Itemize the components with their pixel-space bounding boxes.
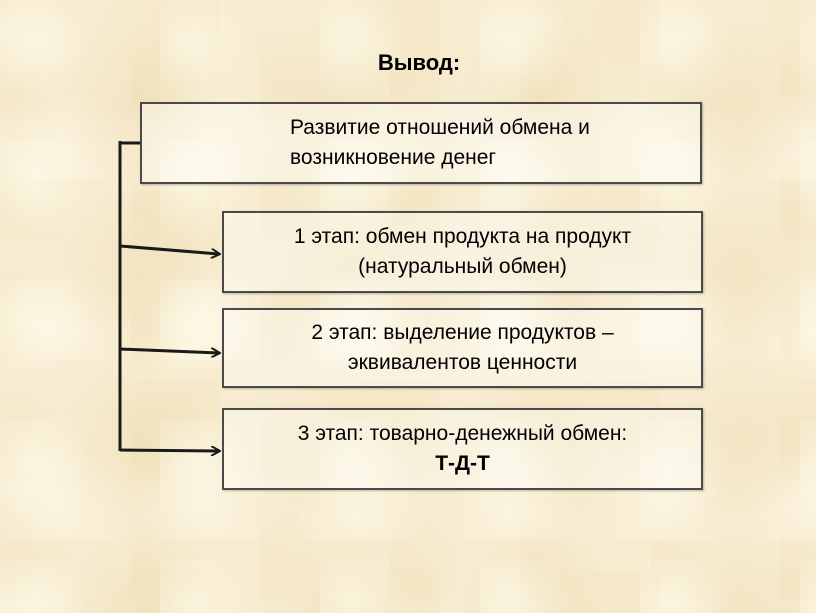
arrow-stage-3 [119, 450, 219, 451]
stage-3-formula: Т-Д-Т [435, 452, 490, 475]
stage-2-line-1: 2 этап: выделение продуктов – [311, 320, 614, 344]
main-box-line-2: возникновение денег [290, 146, 497, 169]
stage-3-box: 3 этап: товарно-денежный обмен: Т-Д-Т [222, 408, 703, 490]
stage-2-line-2: эквивалентов ценности [347, 351, 578, 374]
stage-1-line-2: (натуральный обмен) [358, 255, 567, 278]
stage-1-box: 1 этап: обмен продукта на продукт (натур… [222, 211, 703, 293]
page-title: Вывод: [377, 50, 461, 75]
main-box-line-1: Развитие отношений обмена и [290, 115, 590, 139]
stage-2-box: 2 этап: выделение продуктов – эквивалент… [222, 308, 703, 388]
stage-1-line-1: 1 этап: обмен продукта на продукт [293, 224, 632, 248]
stage-3-line-1: 3 этап: товарно-денежный обмен: [297, 421, 628, 445]
arrow-stage-1 [119, 244, 219, 254]
arrow-stage-2 [119, 347, 219, 353]
main-box: Развитие отношений обмена и возникновени… [140, 102, 702, 184]
